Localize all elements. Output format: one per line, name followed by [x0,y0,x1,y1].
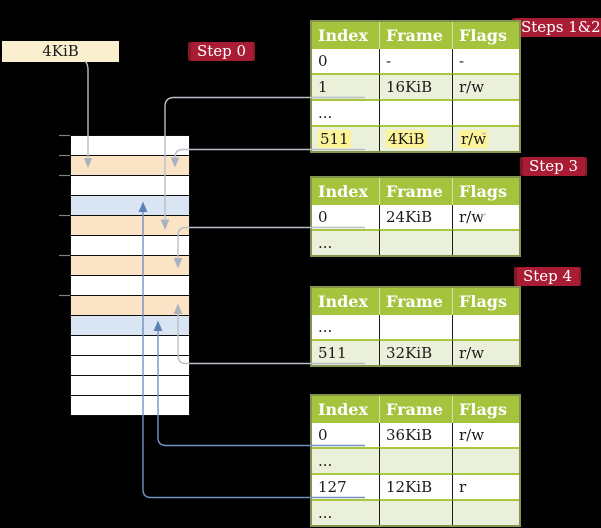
table-cell [380,447,453,473]
memory-frame-row-white [71,335,189,355]
memory-frame-row-orange [71,215,189,235]
badge-step-3: Step 3 [520,157,588,176]
table-cell [380,99,453,125]
table-row: ... [312,229,519,255]
memory-frame-row-blue [71,195,189,215]
table-cell: r/w [459,426,485,444]
memory-frame-row-white [71,136,189,155]
table-cell: r [453,473,519,499]
column-header-index: Index [312,22,380,49]
highlighted-value: 4KiB [386,130,427,148]
memory-frame-row-orange [71,155,189,175]
memory-frame-row-white [71,235,189,255]
highlighted-value: 511 [318,130,351,148]
table-cell: ... [312,229,380,255]
size-label-4kib: 4KiB [2,41,119,62]
table-row: ... [312,99,519,125]
size-label-text: 4KiB [42,42,79,60]
table-cell [453,229,519,255]
table-cell: r/w [453,339,519,365]
table-cell: ... [312,315,380,339]
table-cell: 0 [312,49,380,73]
badge-step-0: Step 0 [188,42,256,61]
column-header-frame: Frame [380,178,453,205]
memory-frame-row-orange [71,295,189,315]
table-cell: 511 [312,339,380,365]
column-header-index: Index [312,178,380,205]
badge-step-4: Step 4 [514,267,582,286]
column-header-frame: Frame [380,288,453,315]
badge-steps-1-2: Steps 1&2 [508,18,601,37]
table-cell: 0 [312,423,380,447]
table-cell: 32KiB [380,339,453,365]
column-header-index: Index [312,288,380,315]
memory-tick-marks [59,134,70,297]
column-header-flags: Flags [453,288,519,315]
table-cell: ... [312,99,380,125]
table-cell: r/w [453,125,519,151]
table-cell: 4KiB [380,125,453,151]
table-cell: 24KiB [380,205,453,229]
column-header-index: Index [312,396,380,423]
table-cell: ... [312,499,380,525]
table-cell: 0 [312,205,380,229]
table-cell: r/w [459,208,485,226]
table-cell: 127 [312,473,380,499]
table-row: 0-- [312,49,519,73]
table-cell: - [380,49,453,73]
memory-frame-row-white [71,395,189,415]
table-cell [453,99,519,125]
column-header-flags: Flags [453,22,519,49]
table-cell: 511 [312,125,380,151]
table-cell: - [459,52,465,70]
table-cell [453,499,519,525]
column-header-flags: Flags [453,396,519,423]
table-cell: r/w [453,73,519,99]
table-cell [380,315,453,339]
memory-frame-row-orange [71,255,189,275]
table-row: ... [312,499,519,525]
column-header-frame: Frame [380,396,453,423]
highlighted-value: r/w [459,130,489,148]
table-row: 511 4KiB r/w [312,125,519,151]
memory-frame-row-white [71,275,189,295]
table-cell: 16KiB [380,73,453,99]
table-cell [453,315,519,339]
table-cell [380,499,453,525]
table-cell: ... [312,447,380,473]
table-cell: 36KiB [380,423,453,447]
memory-frame-row-white [71,355,189,375]
table-cell [380,229,453,255]
table-cell [453,447,519,473]
memory-frame-row-blue [71,315,189,335]
memory-frame-row-white [71,175,189,195]
column-header-frame: Frame [380,22,453,49]
table-cell: 1 [312,73,380,99]
table-row: ... [312,447,519,473]
memory-frame-row-white [71,375,189,395]
table-row: ... [312,315,519,339]
physical-memory-column [70,135,190,416]
column-header-flags: Flags [453,178,519,205]
table-cell: 12KiB [380,473,453,499]
